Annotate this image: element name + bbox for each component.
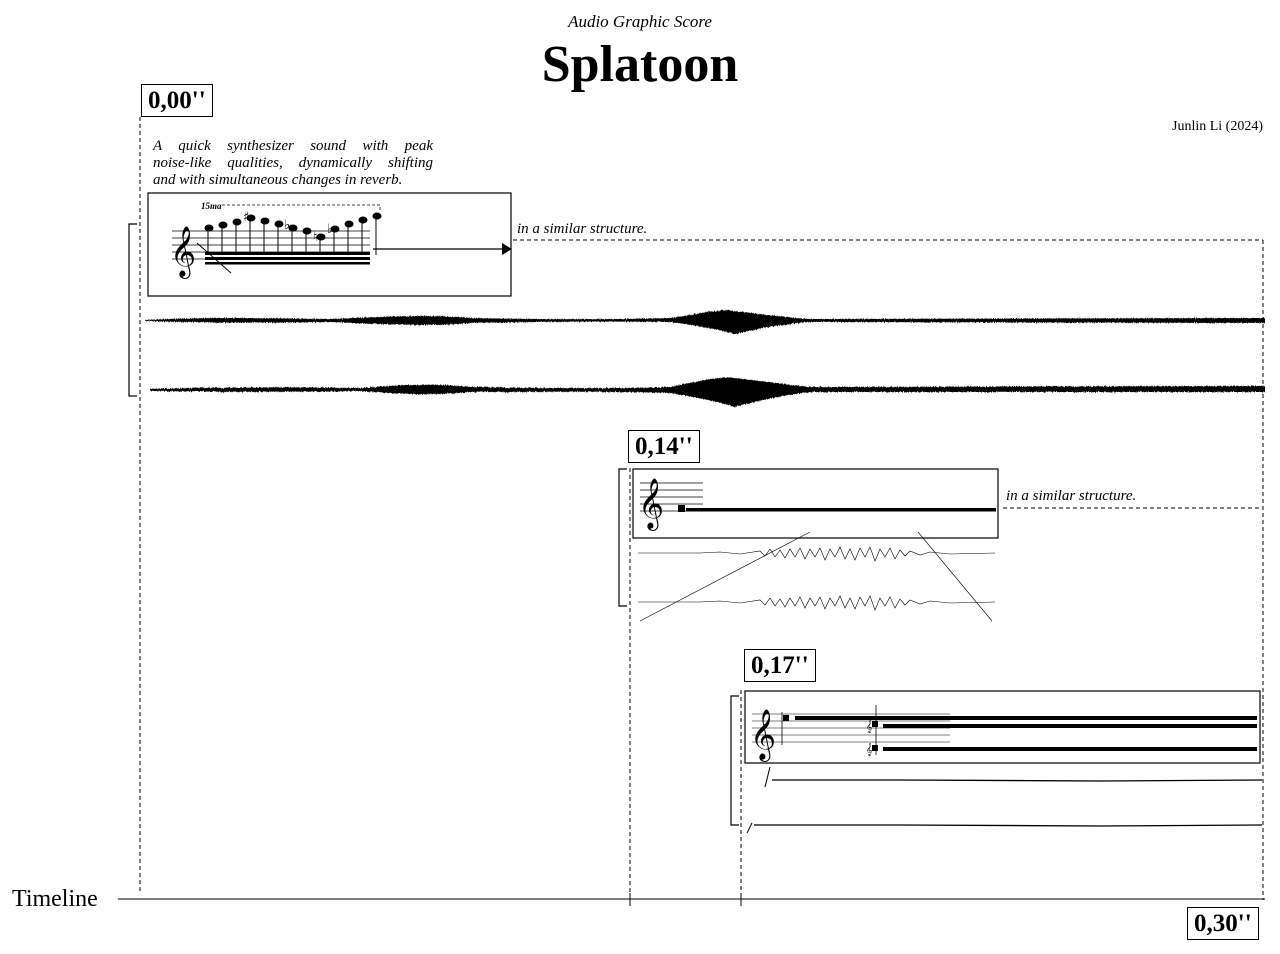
timeline-axis: [118, 893, 1265, 906]
sustain-line-1: [795, 716, 1257, 720]
section-2-waveforms: [638, 546, 996, 611]
section-3-waveforms: [746, 766, 1263, 834]
svg-text:𝄞: 𝄞: [866, 720, 873, 733]
treble-clef-icon: 𝄞: [638, 478, 664, 531]
section-1-notes: [204, 212, 382, 255]
section-2-notation-box: [632, 468, 999, 539]
time-marker-0-14: 0,14'': [628, 430, 700, 463]
time-marker-0-00: 0,00'': [141, 84, 213, 117]
treble-clef-icon: 𝄞: [170, 226, 196, 279]
description-line-3: and with simultaneous changes in reverb.: [153, 172, 403, 188]
ottava-marking: 15ma: [201, 201, 222, 211]
section-1-bracket: [128, 223, 137, 397]
flat-icon: ♭: [327, 222, 333, 237]
section-2-bracket: [618, 468, 627, 607]
svg-text:𝄞: 𝄞: [866, 743, 873, 756]
section-1-waveform-bottom: [150, 377, 1265, 407]
score-title: Splatoon: [541, 36, 739, 93]
time-marker-0-30: 0,30'': [1187, 907, 1259, 940]
natural-icon: ♮: [313, 230, 318, 245]
section-1-waveform-top: [145, 310, 1265, 334]
treble-clef-icon: 𝄞: [750, 709, 776, 762]
description-line-2: noise-like qualities, dynamically shifti…: [153, 155, 433, 171]
composer-credit: Junlin Li (2024): [1172, 119, 1263, 134]
timeline-label: Timeline: [12, 886, 98, 912]
section-1-continuation-note: in a similar structure.: [517, 221, 648, 237]
sharp-icon: ♯: [243, 210, 249, 225]
time-marker-0-17: 0,17'': [744, 649, 816, 682]
sustain-line-3: [883, 747, 1257, 751]
sustain-line: [686, 508, 996, 512]
section-2-staff: [640, 482, 703, 512]
ottava-bracket: [222, 204, 381, 212]
section-1-description: A quick synthesizer sound with peak nois…: [153, 138, 433, 189]
section-3-bracket: [730, 695, 739, 826]
score-subtitle: Audio Graphic Score: [568, 12, 712, 31]
flat-icon: ♭: [284, 218, 290, 233]
description-line-1: A quick synthesizer sound with peak: [153, 138, 433, 154]
section-2-continuation-note: in a similar structure.: [1006, 488, 1137, 504]
section-2-envelope-lines: [639, 531, 993, 622]
sustain-line-2: [883, 724, 1257, 728]
